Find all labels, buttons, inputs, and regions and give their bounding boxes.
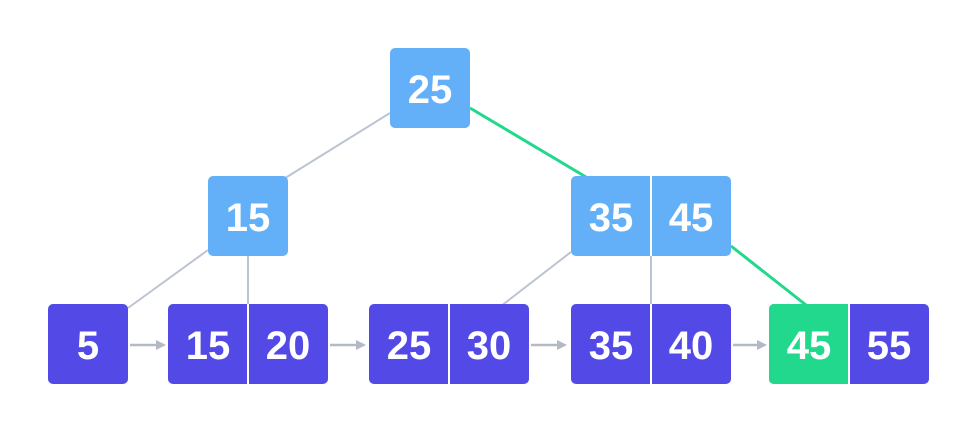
root-key-cell [390, 48, 470, 128]
edge-node-35-45-to-leaf-45-55 [730, 244, 807, 307]
leaf-key-label: 5 [77, 324, 99, 368]
internal-key-label: 45 [669, 196, 714, 240]
leaf-key-label-highlighted: 45 [787, 324, 832, 368]
highlighted-key-cell [769, 304, 849, 384]
leaf-key-label: 15 [186, 324, 231, 368]
leaf-key-cell [48, 304, 128, 384]
leaf-key-label: 20 [266, 324, 311, 368]
edge-root-to-node-35-45 [469, 106, 592, 182]
internal-node-15: 15 [208, 176, 288, 256]
internal-key-label: 15 [226, 196, 271, 240]
leaf-key-label: 25 [387, 324, 432, 368]
leaf-node-35-40: 35 40 [571, 304, 731, 384]
leaf-key-label: 30 [467, 324, 512, 368]
leaf-node-5: 5 [48, 304, 128, 384]
edge-root-to-node-15 [281, 112, 391, 181]
internal-node-35-45: 35 45 [571, 176, 731, 256]
leaf-node-45-55: 45 55 [769, 304, 929, 384]
internal-key-cell [208, 176, 288, 256]
leaf-key-label: 55 [867, 324, 912, 368]
leaf-node-25-30: 25 30 [369, 304, 529, 384]
leaf-key-label: 40 [669, 324, 714, 368]
root-key-label: 25 [408, 68, 453, 112]
internal-key-label: 35 [589, 196, 634, 240]
leaf-key-label: 35 [589, 324, 634, 368]
tree-edges [127, 106, 807, 309]
edge-node-35-45-to-leaf-25-30 [500, 251, 572, 307]
root-node: 25 [390, 48, 470, 128]
leaf-node-15-20: 15 20 [168, 304, 328, 384]
edge-node-15-to-leaf-5 [127, 249, 209, 309]
